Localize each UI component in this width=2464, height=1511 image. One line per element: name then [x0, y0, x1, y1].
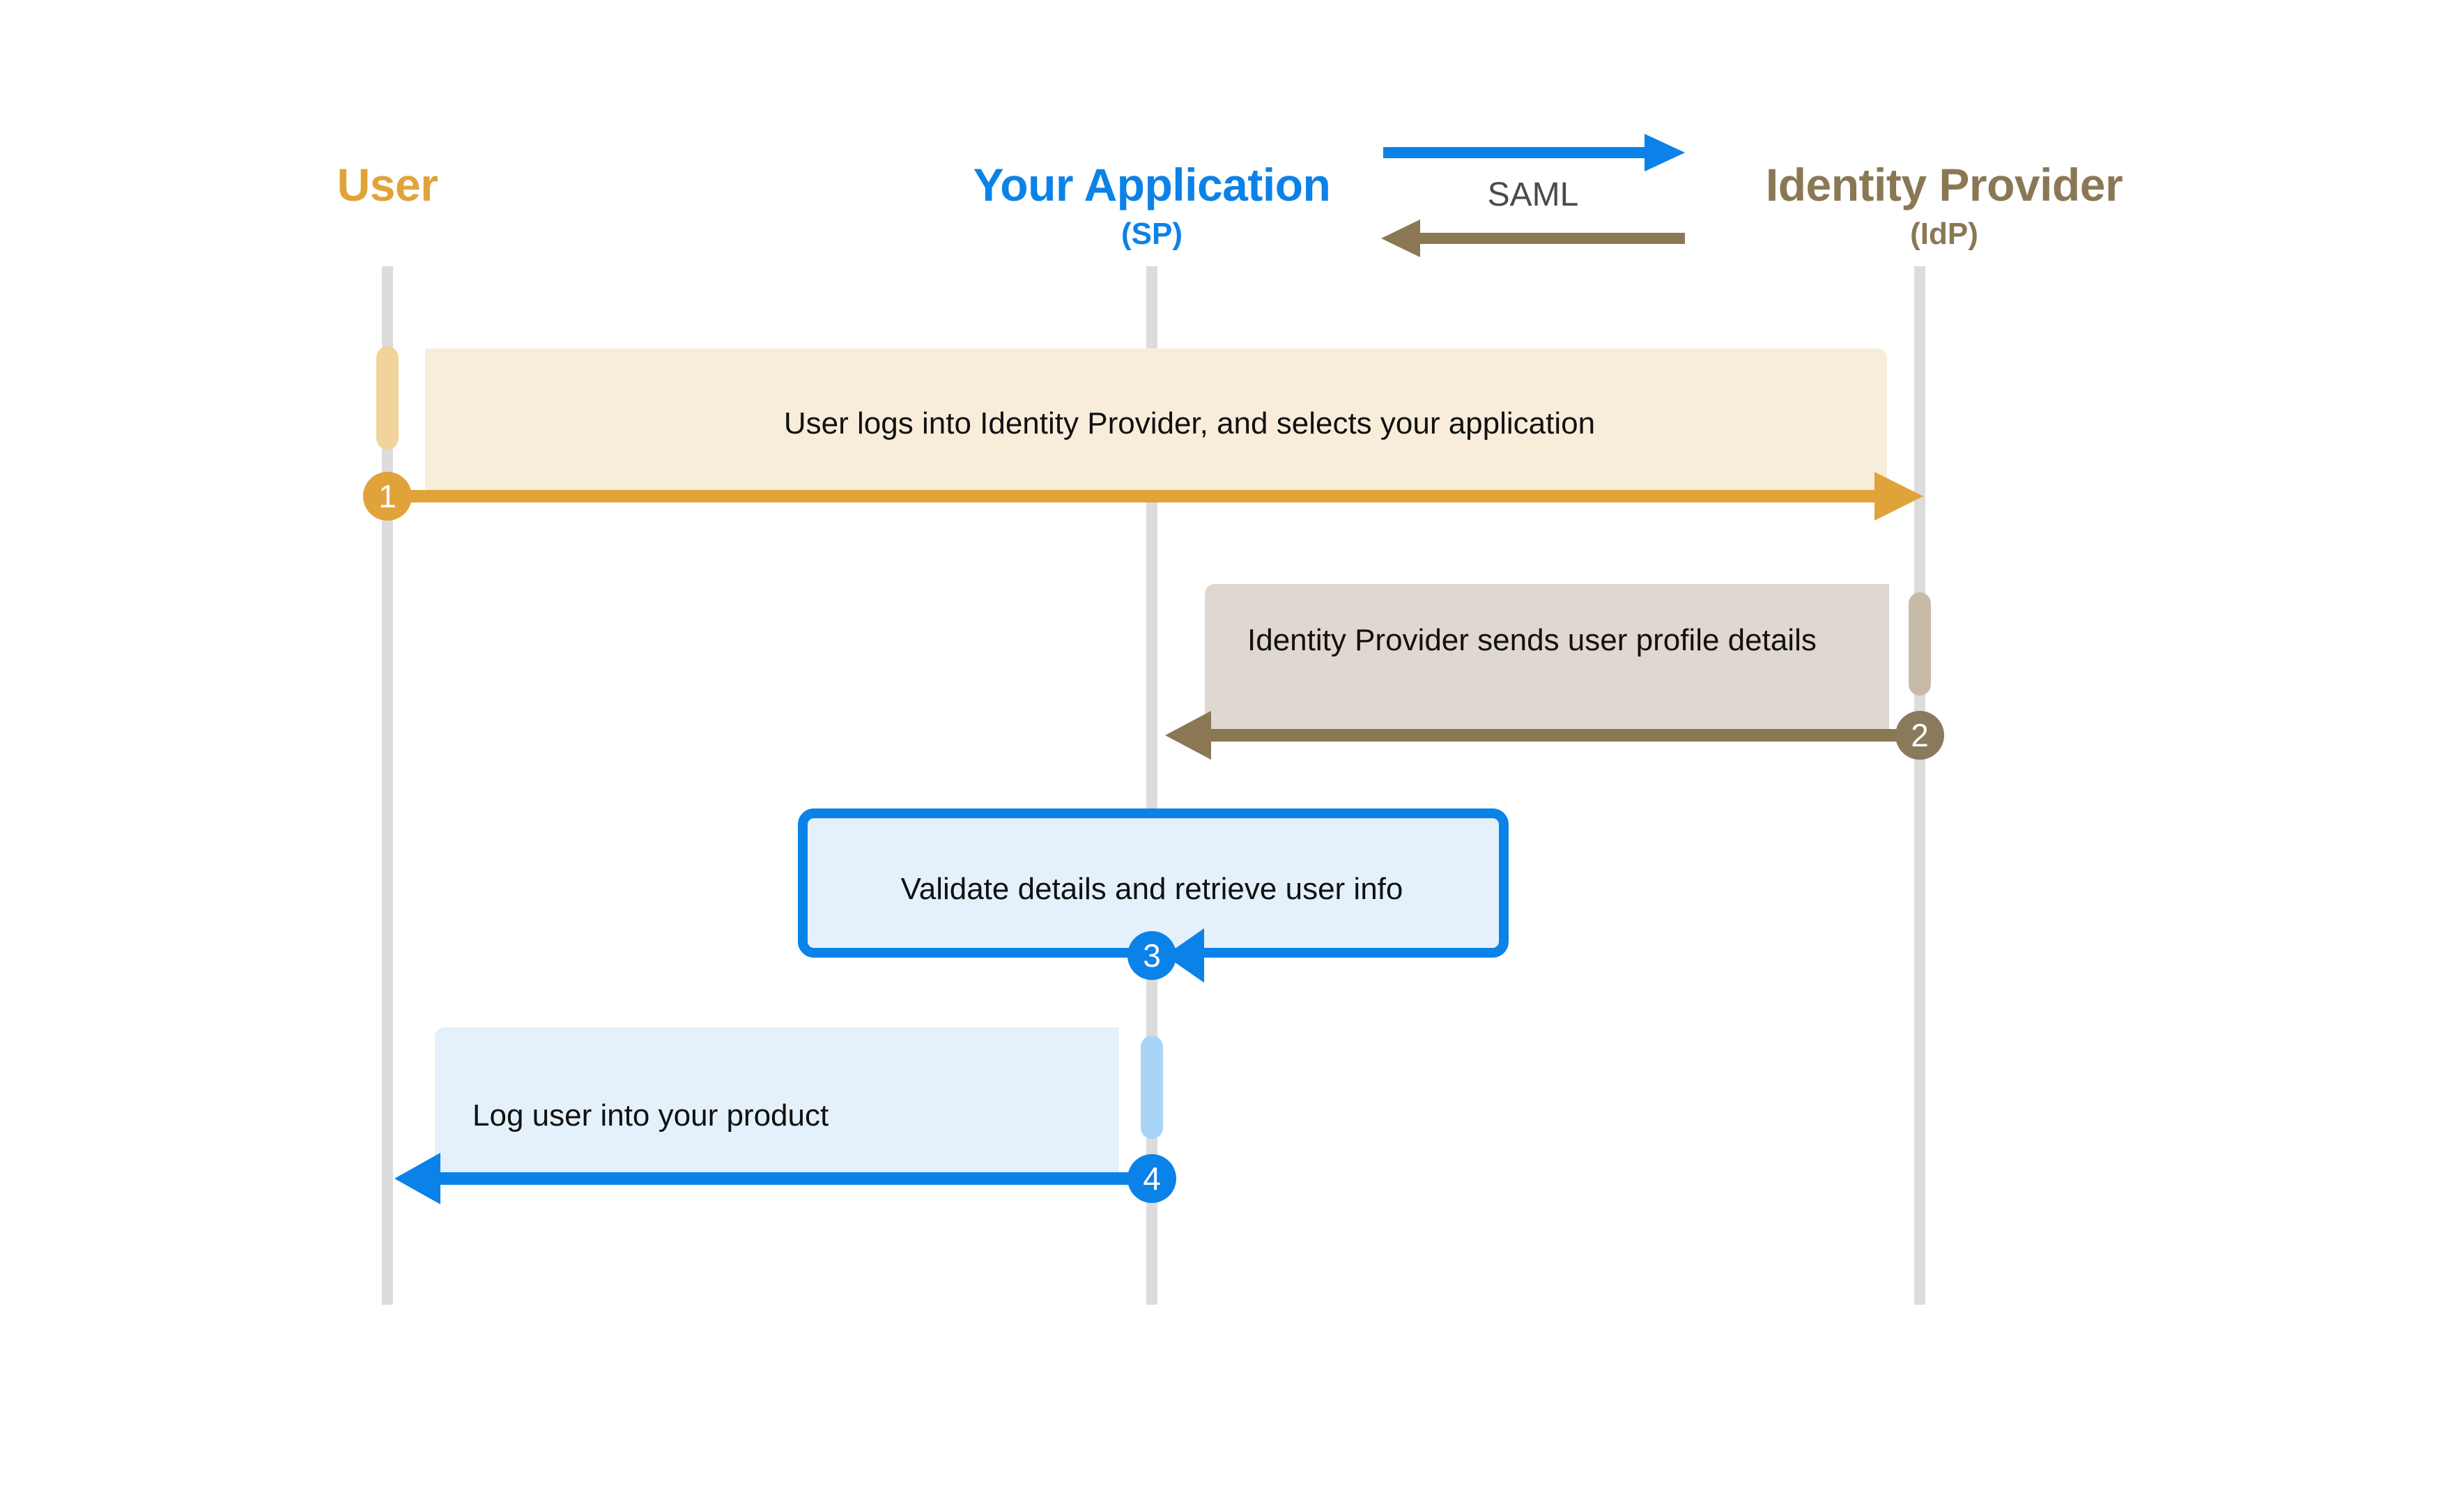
actor-header-user: User [337, 162, 438, 208]
step-circle-1[interactable]: 1 [363, 472, 412, 521]
actor-subtitle-idp: (IdP) [1910, 217, 1978, 251]
message-band-step4 [435, 1027, 1119, 1175]
step-circle-2[interactable]: 2 [1895, 711, 1944, 760]
message-text-step2: Identity Provider sends user profile det… [1247, 623, 1817, 657]
activation-bar-sp-step4 [1141, 1036, 1163, 1139]
step-circle-3[interactable]: 3 [1127, 931, 1176, 980]
message-band-step2 [1205, 584, 1889, 732]
activation-bar-user-step1 [376, 346, 399, 450]
actor-header-idp: Identity Provider (IdP) [1766, 162, 2123, 250]
message-band-step1 [425, 348, 1887, 495]
message-text-step3: Validate details and retrieve user info [900, 872, 1403, 906]
activation-bar-idp-step2 [1909, 592, 1931, 696]
message-text-step4: Log user into your product [472, 1098, 829, 1133]
actor-subtitle-sp: (SP) [1121, 217, 1183, 251]
message-arrow-step4 [394, 1153, 1143, 1204]
saml-protocol-label: SAML [1487, 176, 1579, 213]
message-arrow-step2 [1165, 711, 1909, 760]
lifeline-idp [1914, 266, 1925, 1305]
actor-header-sp: Your Application (SP) [973, 162, 1331, 250]
actor-name-user: User [337, 159, 438, 210]
saml-inbound-arrow [1381, 220, 1685, 257]
actor-name-sp: Your Application [973, 159, 1331, 210]
message-arrow-step1 [387, 472, 1923, 521]
message-arrow-step3 [1165, 928, 1204, 983]
actor-name-idp: Identity Provider [1765, 159, 2123, 210]
message-text-step1: User logs into Identity Provider, and se… [783, 406, 1596, 440]
step-circle-4[interactable]: 4 [1127, 1154, 1176, 1203]
lifeline-user [382, 266, 393, 1305]
saml-outbound-arrow [1383, 134, 1685, 171]
